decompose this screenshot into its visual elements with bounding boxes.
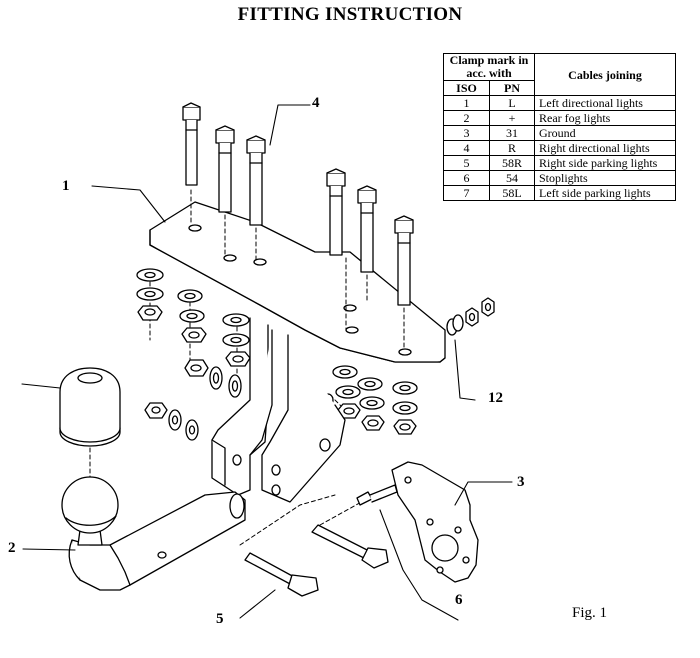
callout-6: 6 (455, 592, 463, 608)
header-iso: ISO (442, 80, 491, 96)
tow-bar-bolts (244, 524, 389, 597)
callout-12: 12 (488, 390, 503, 406)
socket-plate (356, 461, 479, 583)
bolt (182, 102, 201, 186)
bolts (182, 102, 414, 306)
header-pn: PN (489, 80, 535, 96)
iso-cell: 3 (442, 125, 491, 141)
nuts-washers (136, 268, 418, 441)
desc-cell: Ground (534, 125, 676, 141)
desc-cell: Left side parking lights (534, 185, 676, 201)
pn-cell: + (489, 110, 535, 126)
bolt (246, 135, 266, 226)
callout-5: 5 (216, 611, 224, 627)
desc-cell: Rear fog lights (534, 110, 676, 126)
iso-cell: 1 (442, 95, 491, 111)
desc-cell: Right directional lights (534, 140, 676, 156)
callout-2: 2 (8, 540, 16, 556)
bolt (394, 215, 414, 306)
side-brackets (211, 317, 346, 503)
iso-cell: 2 (442, 110, 491, 126)
tow-bar (61, 476, 246, 591)
bolt (326, 168, 346, 256)
pn-cell: R (489, 140, 535, 156)
table-row: 3 31 Ground (442, 125, 676, 141)
bolt (357, 185, 377, 273)
pn-cell: L (489, 95, 535, 111)
callout-4: 4 (312, 95, 320, 111)
callout-1: 1 (62, 178, 70, 194)
pn-cell: 31 (489, 125, 535, 141)
callout-leaders (21, 104, 513, 621)
cables-joining-table: Clamp mark in acc. with Cables joining I… (442, 53, 676, 201)
ball-cover (59, 367, 121, 447)
table-row: 7 58L Left side parking lights (442, 185, 676, 201)
bolt (215, 125, 235, 213)
page-title: FITTING INSTRUCTION (237, 4, 463, 25)
pn-cell: 54 (489, 170, 535, 186)
desc-cell: Right side parking lights (534, 155, 676, 171)
iso-cell: 5 (442, 155, 491, 171)
table-row: 6 54 Stoplights (442, 170, 676, 186)
pn-cell: 58R (489, 155, 535, 171)
table-row: 4 R Right directional lights (442, 140, 676, 156)
pn-cell: 58L (489, 185, 535, 201)
desc-cell: Stoplights (534, 170, 676, 186)
callout-3: 3 (517, 474, 525, 490)
table-row: 5 58R Right side parking lights (442, 155, 676, 171)
figure-label: Fig. 1 (572, 605, 608, 621)
table-row: 2 + Rear fog lights (442, 110, 676, 126)
iso-cell: 4 (442, 140, 491, 156)
mounting-plate (149, 201, 446, 363)
header-cables-joining: Cables joining (534, 53, 676, 96)
part-12-fasteners (446, 297, 495, 336)
table-row: 1 L Left directional lights (442, 95, 676, 111)
iso-cell: 6 (442, 170, 491, 186)
header-clamp-mark: Clamp mark in acc. with (443, 53, 535, 81)
iso-cell: 7 (442, 185, 491, 201)
desc-cell: Left directional lights (534, 95, 676, 111)
